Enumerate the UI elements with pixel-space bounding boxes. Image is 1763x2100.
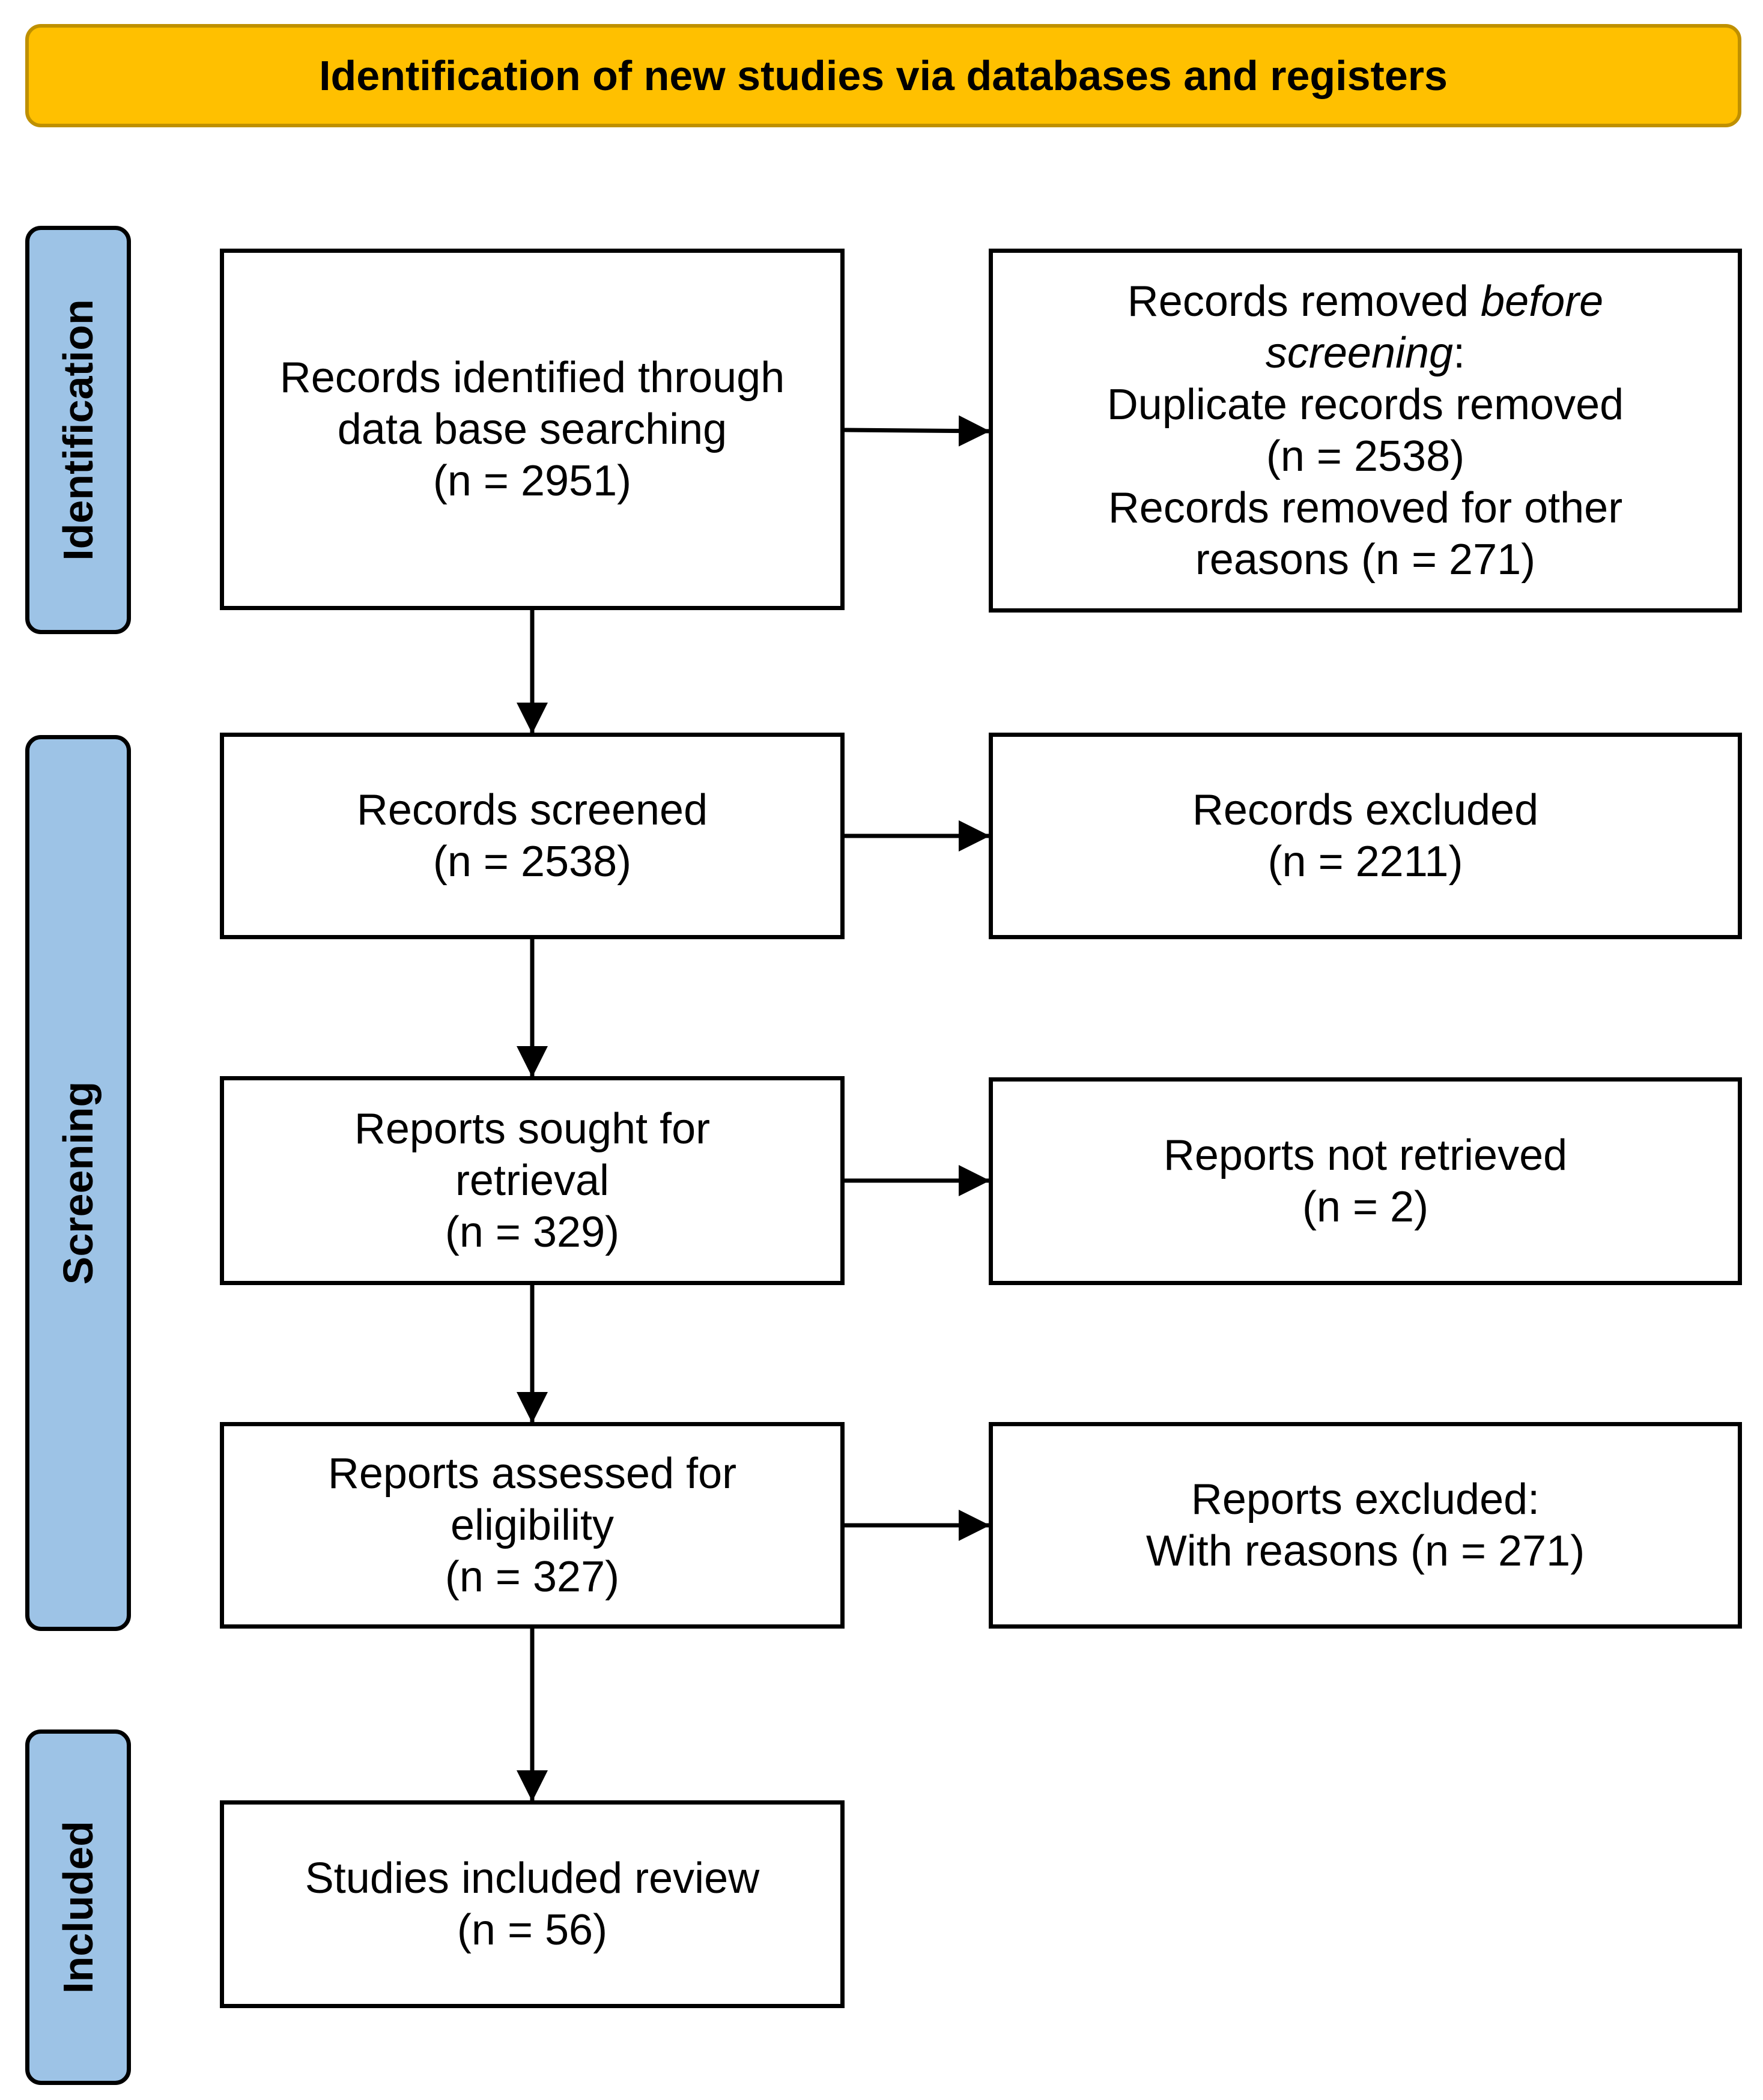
header-title: Identification of new studies via databa… [319,52,1448,99]
records-removed-line1: Records removed before [1127,277,1604,325]
records-removed-line2: screening: [1265,329,1466,377]
other-removed-label: Records removed for other [1108,484,1623,532]
reports-excluded-reasons: With reasons (n = 271) [1145,1527,1585,1575]
other-removed-count: reasons (n = 271) [1195,536,1536,584]
records-excluded-label: Records excluded [1192,786,1539,834]
records-excluded-box: Records excluded (n = 2211) [989,733,1742,939]
reports-sought-box: Reports sought for retrieval (n = 329) [220,1076,845,1285]
arrow-identified-to-removed [844,415,990,447]
reports-not-retrieved-count: (n = 2) [1302,1183,1429,1231]
records-screened-box: Records screened (n = 2538) [220,733,845,939]
records-identified-line2: data base searching [337,405,727,453]
records-identified-count: (n = 2951) [432,457,632,505]
reports-sought-count: (n = 329) [445,1208,620,1256]
records-screened-label: Records screened [356,786,708,834]
phase-screening: Screening [25,735,131,1631]
studies-included-label: Studies included review [305,1854,760,1902]
reports-not-retrieved-box: Reports not retrieved (n = 2) [989,1077,1742,1285]
records-identified-line1: Records identified through [279,354,785,402]
studies-included-box: Studies included review (n = 56) [220,1800,845,2008]
duplicates-removed-count: (n = 2538) [1266,432,1465,480]
duplicates-removed-label: Duplicate records removed [1106,381,1624,429]
reports-sought-line2: retrieval [455,1157,610,1205]
reports-assessed-box: Reports assessed for eligibility (n = 32… [220,1422,845,1629]
phase-included: Included [25,1729,131,2085]
phase-identification: Identification [25,226,131,634]
reports-assessed-line2: eligibility [450,1501,614,1549]
header-banner: Identification of new studies via databa… [25,24,1741,127]
records-screened-count: (n = 2538) [432,838,632,886]
reports-not-retrieved-label: Reports not retrieved [1163,1131,1568,1179]
studies-included-count: (n = 56) [457,1906,608,1954]
reports-excluded-box: Reports excluded: With reasons (n = 271) [989,1422,1742,1629]
reports-excluded-label: Reports excluded: [1191,1475,1540,1524]
reports-assessed-count: (n = 327) [445,1553,620,1601]
records-removed-box: Records removed before screening: Duplic… [989,249,1742,613]
reports-assessed-line1: Reports assessed for [327,1450,737,1498]
records-identified-box: Records identified through data base sea… [220,249,845,610]
records-excluded-count: (n = 2211) [1267,838,1463,886]
reports-sought-line1: Reports sought for [354,1105,711,1153]
